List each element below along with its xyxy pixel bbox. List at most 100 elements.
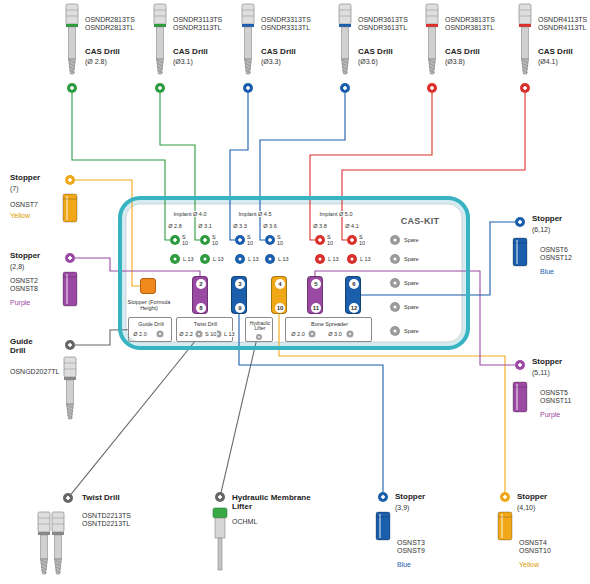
tray-slot bbox=[347, 254, 357, 264]
callout-text: OSNST3 OSNST9 bbox=[397, 539, 425, 554]
callout-dot: OSNDR3813TS OSNDR3813TLCAS Drill(Ø3.8) bbox=[427, 83, 437, 93]
tray-label: L 13 bbox=[359, 256, 372, 262]
drill-image bbox=[66, 10, 78, 11]
callout-text: Blue bbox=[397, 561, 411, 569]
stopper-image bbox=[376, 517, 390, 518]
drill-image bbox=[69, 59, 76, 74]
tray-slot bbox=[204, 258, 207, 261]
tray-slot bbox=[349, 333, 351, 335]
drill-image bbox=[342, 67, 348, 70]
drill-image bbox=[52, 512, 64, 532]
callout-text: Stopper bbox=[517, 493, 547, 502]
tray-section: Twist Drill bbox=[176, 317, 233, 342]
tray-section: Guide Drill bbox=[128, 317, 172, 342]
drill-image bbox=[67, 415, 73, 418]
tray-label: Spare bbox=[403, 328, 420, 334]
drill-image bbox=[55, 567, 61, 570]
tray-label: L 13 bbox=[277, 256, 290, 262]
callout-text: (7) bbox=[10, 185, 19, 193]
slot-label: 10 bbox=[275, 303, 285, 313]
tray-slot bbox=[390, 326, 400, 336]
drill-image bbox=[41, 560, 47, 563]
tray-label: Ø 2.2 bbox=[178, 331, 193, 337]
callout-text: Stopper bbox=[10, 252, 40, 261]
drill-image bbox=[55, 570, 61, 573]
tray-slot bbox=[319, 258, 322, 261]
membrane-lifter-image bbox=[213, 508, 227, 518]
stopper-image bbox=[501, 514, 503, 538]
tray-slot bbox=[174, 258, 177, 261]
drill-image bbox=[519, 24, 531, 27]
leader-line bbox=[361, 222, 515, 295]
drill-image bbox=[67, 405, 73, 408]
leader-line bbox=[230, 93, 248, 240]
drill-image bbox=[342, 27, 349, 59]
slot-label: Hydraulic Lifter bbox=[246, 321, 274, 332]
membrane-lifter-image bbox=[215, 518, 225, 538]
callout-text: OSNDR3113TS OSNDR3113TL bbox=[173, 16, 222, 31]
tray-label: Spare bbox=[403, 237, 420, 243]
tray-slot bbox=[390, 235, 400, 245]
tray-section: Hydraulic Lifter bbox=[245, 317, 273, 342]
tray-label: Ø 3.8 bbox=[312, 223, 327, 229]
callout-dot: Stopper(4,10)OSNST4 OSNST10Yellow bbox=[500, 492, 510, 502]
callout-text: (3,9) bbox=[395, 504, 409, 512]
drill-image bbox=[64, 363, 76, 364]
tray-slot bbox=[265, 254, 275, 264]
drill-image bbox=[342, 70, 348, 73]
drill-image bbox=[67, 408, 73, 411]
drill-image bbox=[69, 63, 75, 66]
tray-label: L 13 bbox=[223, 331, 236, 337]
kit-tray: CAS-KITS 10S 10S 10S 10S 10S 10Stopper (… bbox=[118, 196, 470, 350]
slot-label: S 10 bbox=[247, 234, 253, 246]
slot-label: 8 bbox=[196, 303, 206, 313]
leader-line bbox=[315, 271, 515, 365]
callout-text: Stopper bbox=[10, 174, 40, 183]
callout-text: (Ø4.1) bbox=[538, 58, 558, 66]
tray-slot bbox=[157, 331, 164, 338]
drill-image bbox=[242, 24, 254, 27]
slot-label: S 10 bbox=[212, 234, 218, 246]
callout-text: (2,8) bbox=[10, 263, 24, 271]
drill-image bbox=[342, 59, 349, 74]
callout-text: CAS Drill bbox=[261, 48, 296, 57]
callout-text: OSNDR2813TS OSNDR2813TL bbox=[85, 16, 135, 31]
leader-line bbox=[279, 314, 505, 492]
tray-slot bbox=[394, 282, 397, 285]
callout-text: CAS Drill bbox=[538, 48, 573, 57]
stopper-slot: 410 bbox=[271, 276, 287, 314]
drill-image bbox=[157, 67, 163, 70]
callout-text: (Ø3.1) bbox=[173, 58, 193, 66]
drill-slot: S 10 bbox=[347, 235, 357, 245]
tray-label: Ø 2.0 bbox=[290, 331, 305, 337]
drill-image bbox=[245, 59, 252, 74]
drill-image bbox=[245, 60, 251, 63]
tray-slot bbox=[394, 258, 397, 261]
drill-image bbox=[429, 70, 435, 73]
stopper-image bbox=[63, 199, 77, 200]
callout-text: (6,12) bbox=[532, 226, 550, 234]
drill-image bbox=[69, 67, 75, 70]
drill-image bbox=[38, 518, 50, 519]
drill-image bbox=[339, 4, 351, 24]
slot-label: S 10 bbox=[182, 234, 188, 246]
tray-slot bbox=[309, 331, 316, 338]
callout-text: OSNST5 OSNST11 bbox=[540, 389, 571, 404]
leader-line bbox=[75, 330, 128, 345]
leader-line bbox=[160, 93, 200, 240]
tray-slot bbox=[394, 239, 397, 242]
drill-image bbox=[69, 60, 75, 63]
callout-dot: OSNDR3613TS OSNDR3613TLCAS Drill(Ø3.6) bbox=[340, 83, 350, 93]
callout-text: (4,10) bbox=[517, 504, 535, 512]
tray-label: L 13 bbox=[247, 256, 260, 262]
tray-slot bbox=[258, 336, 260, 338]
drill-image bbox=[245, 67, 251, 70]
drill-image bbox=[38, 512, 50, 574]
callout-text: OCHML bbox=[232, 518, 257, 526]
callout-text: CAS Drill bbox=[358, 48, 393, 57]
callout-text: (Ø3.6) bbox=[358, 58, 378, 66]
drill-image bbox=[55, 559, 62, 574]
tray-label: Implant Ø 5.0 bbox=[318, 211, 353, 217]
stopper-image bbox=[498, 512, 512, 540]
drill-image bbox=[157, 27, 164, 59]
